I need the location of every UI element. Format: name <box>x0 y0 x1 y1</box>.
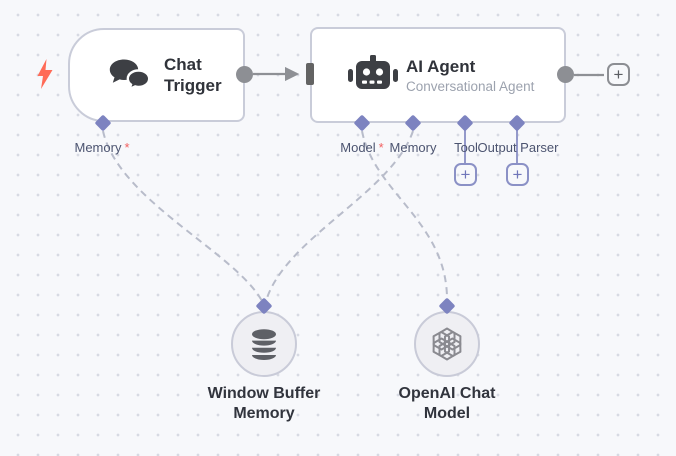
trigger-lightning-icon <box>37 59 53 89</box>
ai-agent-memory-port-label: Memory <box>389 140 437 155</box>
chat-trigger-title: Chat Trigger <box>164 55 222 95</box>
chat-bubbles-icon <box>109 59 151 92</box>
openai-chat-model-node[interactable] <box>414 311 480 377</box>
ai-agent-output-handle[interactable] <box>557 66 574 83</box>
ai-agent-input-handle[interactable] <box>306 63 314 85</box>
ai-agent-tool-port-label: Tool <box>454 140 478 155</box>
edge-chat-memory-to-window-buffer[interactable] <box>102 130 263 302</box>
ai-agent-model-port-label: Model* <box>340 140 384 155</box>
edge-agent-model-to-openai[interactable] <box>361 130 449 302</box>
chat-trigger-node[interactable]: Chat Trigger <box>68 28 245 122</box>
ai-agent-output-parser-port-label: Output Parser <box>477 140 559 155</box>
ai-agent-title: AI Agent <box>406 56 476 76</box>
chat-trigger-output-handle[interactable] <box>236 66 253 83</box>
required-asterisk: * <box>124 140 130 155</box>
database-icon <box>252 328 276 360</box>
ai-agent-subtitle: Conversational Agent <box>406 78 535 94</box>
chat-trigger-memory-port-label: Memory* <box>74 140 130 155</box>
robot-icon <box>348 55 398 89</box>
openai-chat-model-label: OpenAI Chat Model <box>398 385 496 422</box>
window-buffer-memory-label: Window Buffer Memory <box>207 385 321 422</box>
plus-icon: + <box>460 165 471 184</box>
add-tool-button[interactable]: + <box>454 163 477 186</box>
plus-icon: + <box>512 165 523 184</box>
window-buffer-memory-node[interactable] <box>231 311 297 377</box>
edge-agent-memory-to-window-buffer[interactable] <box>265 130 414 302</box>
required-asterisk: * <box>378 140 384 155</box>
plus-icon: + <box>613 65 624 84</box>
ai-agent-node[interactable]: AI Agent Conversational Agent <box>310 27 566 123</box>
add-output-parser-button[interactable]: + <box>506 163 529 186</box>
openai-icon <box>432 327 462 361</box>
add-node-button[interactable]: + <box>607 63 630 86</box>
